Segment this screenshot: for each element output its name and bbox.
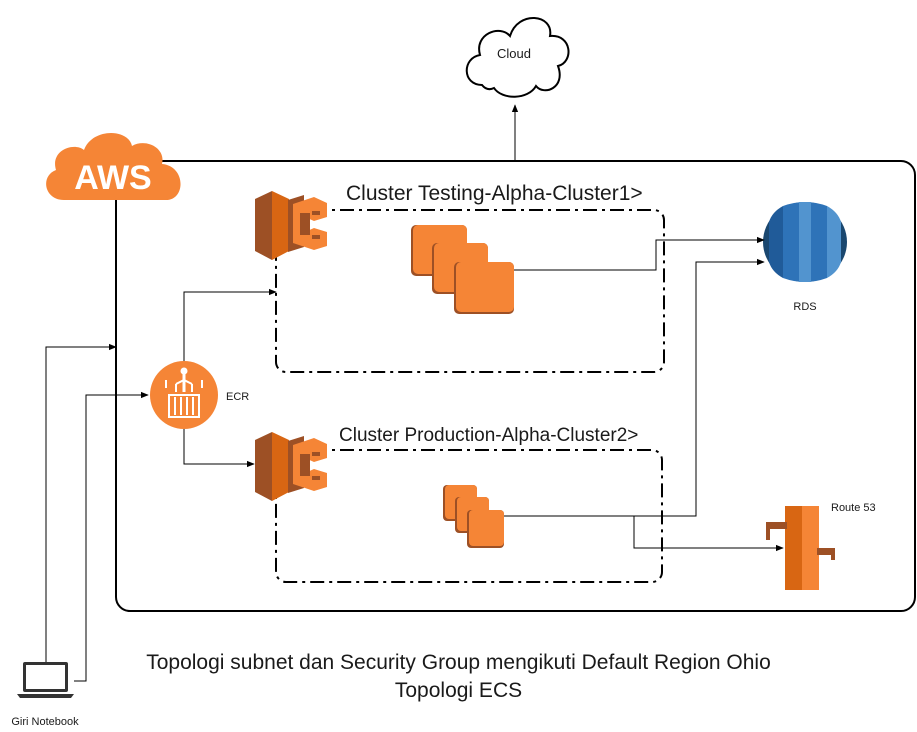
ecr-label: ECR <box>226 391 249 403</box>
ecs-production-icon <box>255 432 327 501</box>
connector-notebook-to-aws <box>45 343 117 662</box>
ec2-instances-production-icon <box>443 485 504 548</box>
ec2-instances-testing-icon <box>411 225 514 314</box>
connector-production-ec2-to-route53 <box>633 516 784 552</box>
route53-label: Route 53 <box>831 502 876 514</box>
cluster-testing-box <box>275 209 665 373</box>
connectors <box>45 104 784 682</box>
rds-icon <box>763 202 847 282</box>
rds-label: RDS <box>793 301 816 313</box>
internet-cloud: Cloud <box>465 17 570 98</box>
aws-logo-text: AWS <box>74 159 151 197</box>
ecr-node: ECR <box>150 361 249 429</box>
connector-notebook-to-ecr <box>74 391 149 682</box>
notebook-node: Giri Notebook <box>11 662 79 728</box>
laptop-icon <box>17 662 74 698</box>
cloud-label: Cloud <box>497 46 531 61</box>
connector-ecr-to-cluster-production <box>183 429 255 468</box>
ecs-testing-icon <box>255 191 327 260</box>
route53-node: Route 53 <box>766 502 876 590</box>
cluster-production-label: Cluster Production-Alpha-Cluster2> <box>339 425 638 446</box>
connector-ecr-to-cluster-testing <box>183 288 277 361</box>
notebook-label: Giri Notebook <box>11 716 79 728</box>
caption-line-1: Topologi subnet dan Security Group mengi… <box>146 651 771 674</box>
connector-testing-ec2-to-rds <box>514 236 765 271</box>
cluster-testing-label: Cluster Testing-Alpha-Cluster1> <box>346 182 643 205</box>
caption-line-2: Topologi ECS <box>394 679 523 702</box>
aws-cloud-icon <box>46 132 181 200</box>
route53-icon <box>766 506 835 590</box>
cloud-icon <box>465 17 570 98</box>
rds-node: RDS <box>763 202 847 313</box>
connector-production-ec2-to-rds <box>504 258 765 517</box>
aws-logo: AWS <box>46 132 181 200</box>
